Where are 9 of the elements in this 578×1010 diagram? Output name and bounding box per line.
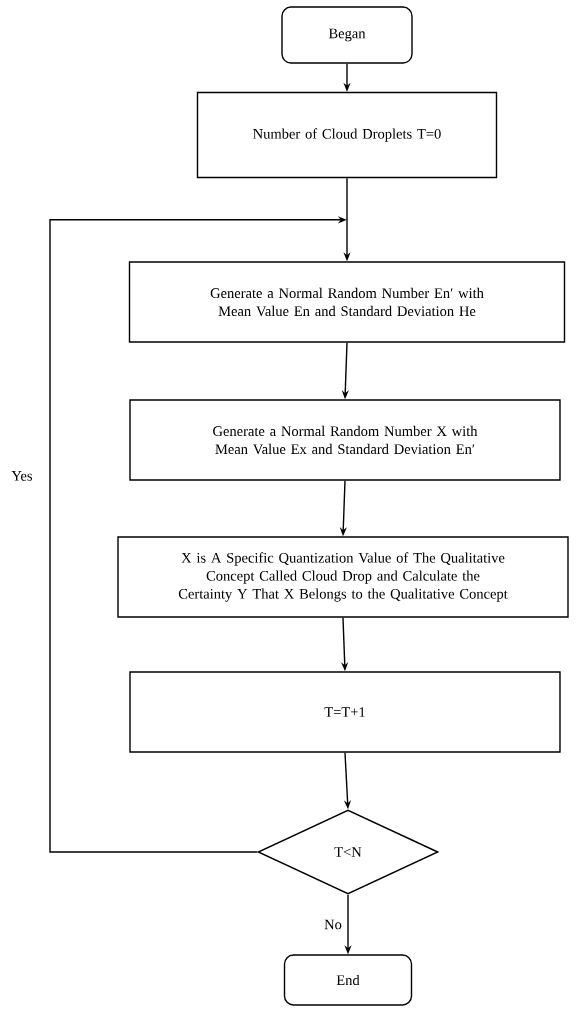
edge-label: No: [323, 918, 343, 931]
process-box: Generate a Normal Random Number X with Mean Value Ex and Standard Deviation En′: [129, 399, 561, 481]
process-box: Generate a Normal Random Number En′ with Mean Value En and Standard Deviation He: [128, 261, 566, 343]
process-box: Number of Cloud Droplets T=0: [196, 91, 498, 179]
edge-label: Yes: [10, 470, 34, 482]
process-box: T=T+1: [129, 671, 561, 753]
process-box: X is A Specific Quantization Value of The Qualitative Concept Called Cloud Drop and Calculate the Certainty Y That X Belongs to the Qualitative Concept: [117, 536, 569, 618]
terminal-box: Began: [281, 6, 413, 64]
terminal-box: End: [283, 954, 413, 1006]
